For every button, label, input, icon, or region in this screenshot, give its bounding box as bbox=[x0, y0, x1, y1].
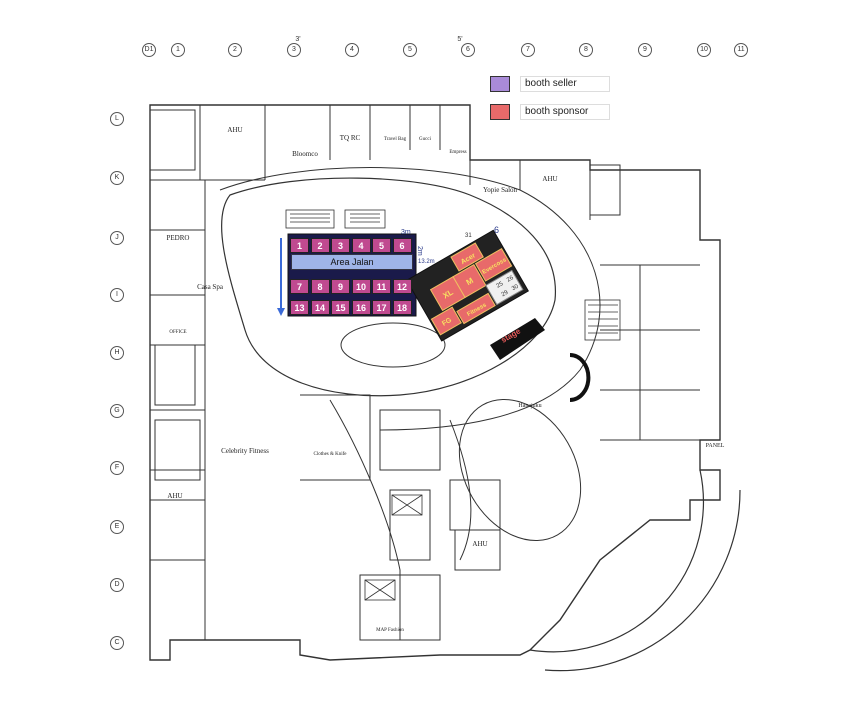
sponsor-m-label: M bbox=[465, 276, 476, 287]
column-marker: 3 bbox=[287, 43, 301, 57]
room-ahu-mid: AHU bbox=[472, 540, 488, 548]
seller-booth: 8 bbox=[310, 279, 330, 294]
sponsor-xl-label: XL bbox=[441, 287, 454, 300]
legend-seller-label: booth seller bbox=[520, 76, 610, 92]
escalator-icon bbox=[285, 209, 386, 229]
row-marker: I bbox=[110, 288, 124, 302]
sponsor-booth-m bbox=[452, 263, 487, 299]
column-marker: 6 bbox=[461, 43, 475, 57]
seller-booth: 17 bbox=[372, 300, 391, 315]
seller-booth: 6 bbox=[392, 238, 412, 253]
seller-booth: 18 bbox=[392, 300, 412, 315]
row-marker: H bbox=[110, 346, 124, 360]
row-marker: E bbox=[110, 520, 124, 534]
column-marker: 7 bbox=[521, 43, 535, 57]
row-marker: C bbox=[110, 636, 124, 650]
legend-sponsor-label: booth sponsor bbox=[520, 104, 610, 120]
small-number-31: 31 bbox=[465, 233, 472, 239]
column-marker: 3' bbox=[295, 36, 301, 43]
row-marker: G bbox=[110, 404, 124, 418]
seller-booth: 1 bbox=[290, 238, 309, 253]
seller-booth: 9 bbox=[331, 279, 350, 294]
row-marker: J bbox=[110, 231, 124, 245]
room-office: OFFICE bbox=[169, 330, 187, 335]
room-ahu-right: AHU bbox=[542, 175, 558, 183]
room-casa-spa: Casa Spa bbox=[197, 283, 223, 291]
seller-booth: 14 bbox=[310, 300, 330, 315]
sponsor-booth-evercoss bbox=[474, 247, 513, 282]
small-number-30: 30 bbox=[511, 283, 520, 292]
column-marker: 9 bbox=[638, 43, 652, 57]
row-marker: K bbox=[110, 171, 124, 185]
area-jalan-walkway: Area Jalan bbox=[291, 254, 413, 270]
legend-seller-swatch bbox=[490, 76, 510, 92]
sponsor-fg-label: FG bbox=[441, 317, 453, 328]
row-marker: L bbox=[110, 112, 124, 126]
seller-booth: 10 bbox=[351, 279, 371, 294]
seller-booth: 7 bbox=[290, 279, 309, 294]
room-gucci: Gucci bbox=[419, 137, 431, 142]
row-marker: F bbox=[110, 461, 124, 475]
column-marker: 11 bbox=[734, 43, 748, 57]
seller-booth: 16 bbox=[351, 300, 371, 315]
room-ahu-top: AHU bbox=[227, 126, 243, 134]
sponsor-booth-fg bbox=[430, 306, 462, 336]
room-pedro: PEDRO bbox=[166, 234, 190, 242]
column-marker: 10 bbox=[697, 43, 711, 57]
room-ahu-left: AHU bbox=[167, 492, 183, 500]
small-number-26: 26 bbox=[506, 275, 515, 284]
column-marker: D1 bbox=[142, 43, 156, 57]
seller-booth: 3 bbox=[331, 238, 350, 253]
column-marker: 8 bbox=[579, 43, 593, 57]
seller-booth: 5 bbox=[372, 238, 391, 253]
room-celebrity: Celebrity Fitness bbox=[221, 447, 269, 455]
sponsor-booth-fitness bbox=[456, 292, 496, 325]
room-hanajuku: Hanajuku bbox=[518, 403, 542, 409]
room-map-fashion: MAP Fashion bbox=[376, 628, 404, 633]
stage-block bbox=[490, 318, 545, 360]
legend-sponsor-swatch bbox=[490, 104, 510, 120]
stairs-icon bbox=[584, 299, 621, 341]
seller-booth: 11 bbox=[372, 279, 391, 294]
seller-booth: 2 bbox=[310, 238, 330, 253]
row-marker: D bbox=[110, 578, 124, 592]
room-bloomco: Bloomco bbox=[292, 150, 318, 158]
seller-booth: 13 bbox=[290, 300, 309, 315]
room-travel: Travel Bag bbox=[383, 137, 407, 142]
room-yopie: Yopie Salon bbox=[482, 186, 518, 194]
dim-6: 6 bbox=[494, 225, 499, 235]
seller-booth: 4 bbox=[351, 238, 371, 253]
column-marker: 4 bbox=[345, 43, 359, 57]
room-panel: PANEL bbox=[705, 443, 725, 449]
room-tqrc: TQ RC bbox=[339, 134, 361, 142]
column-marker: 1 bbox=[171, 43, 185, 57]
small-number-29: 29 bbox=[501, 289, 510, 298]
room-empress: Empress bbox=[449, 150, 467, 155]
dim-13m: 13.2m bbox=[418, 259, 435, 265]
elevator-icon bbox=[364, 494, 423, 601]
dim-2m: 2m bbox=[416, 246, 423, 256]
column-marker: 5 bbox=[403, 43, 417, 57]
small-number-25: 25 bbox=[496, 281, 505, 290]
seller-booth: 15 bbox=[331, 300, 350, 315]
dim-3m: 3m bbox=[401, 229, 411, 236]
room-clothes: Clothes & Knife bbox=[313, 452, 347, 457]
seller-booth: 12 bbox=[392, 279, 412, 294]
sponsor-booth-acer bbox=[450, 242, 484, 272]
column-marker: 2 bbox=[228, 43, 242, 57]
column-marker: 5' bbox=[457, 36, 463, 43]
